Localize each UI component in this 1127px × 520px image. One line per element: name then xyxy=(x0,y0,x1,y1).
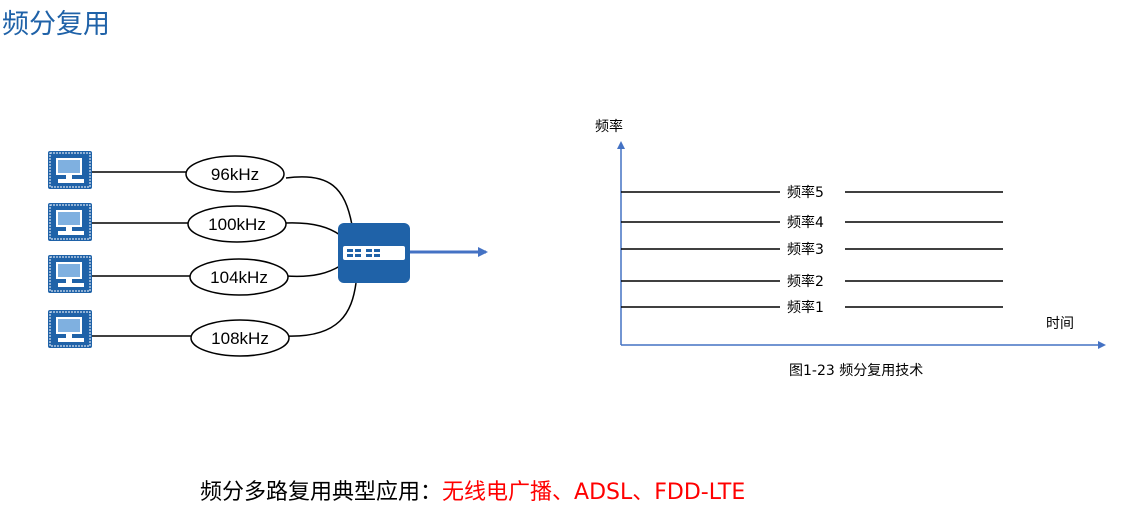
band-label-1: 频率1 xyxy=(787,299,824,316)
computer-icon xyxy=(47,150,93,190)
link-curve xyxy=(285,282,357,337)
y-axis-label: 频率 xyxy=(595,118,623,135)
computer-4 xyxy=(47,309,93,349)
channel-ellipse-2 xyxy=(187,205,287,243)
computer-2 xyxy=(47,202,93,242)
figure-caption: 图1-23 频分复用技术 xyxy=(789,363,924,379)
computer-icon xyxy=(47,202,93,242)
computer-icon xyxy=(47,309,93,349)
band-label-5: 频率5 xyxy=(787,184,824,201)
channel-ellipse-4 xyxy=(190,319,290,357)
applications-note: 频分多路复用典型应用：无线电广播、ADSL、FDD-LTE xyxy=(200,474,745,506)
applications-prefix: 频分多路复用典型应用： xyxy=(200,480,443,505)
channel-links xyxy=(92,171,357,337)
link-curve xyxy=(285,265,341,278)
band-label-3: 频率3 xyxy=(787,241,824,258)
channel-ellipse-1 xyxy=(185,155,285,193)
computer-3 xyxy=(47,254,93,294)
channel-label-1: 96kHz xyxy=(211,165,259,184)
band-label-4: 频率4 xyxy=(787,214,824,231)
page-title: 频分复用 xyxy=(2,9,110,40)
link-curve xyxy=(285,222,341,236)
frequency-bands xyxy=(621,191,1003,308)
channel-label-4: 108kHz xyxy=(211,329,269,348)
channel-label-3: 104kHz xyxy=(210,268,268,287)
x-axis-label: 时间 xyxy=(1046,316,1074,332)
computer-icon xyxy=(47,254,93,294)
multiplexer-icon xyxy=(338,223,410,283)
link-curve xyxy=(285,176,353,226)
computer-1 xyxy=(47,150,93,190)
channel-label-2: 100kHz xyxy=(208,215,266,234)
channel-ellipse-3 xyxy=(189,258,289,296)
band-label-2: 频率2 xyxy=(787,273,824,290)
applications-highlight: 无线电广播、ADSL、FDD-LTE xyxy=(442,480,746,505)
